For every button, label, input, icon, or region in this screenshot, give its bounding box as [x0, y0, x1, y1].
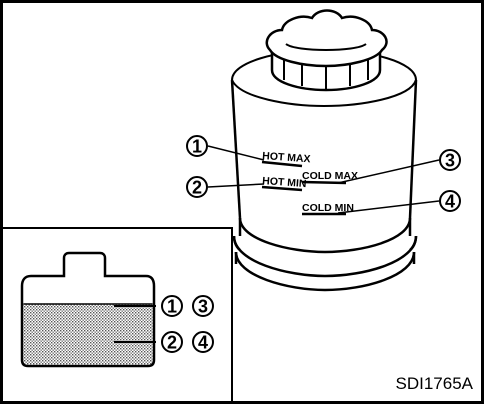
tank-left-side — [230, 79, 242, 219]
callout-circle — [186, 135, 208, 157]
tank-right-side — [408, 79, 418, 219]
tank-base-ring-1 — [238, 217, 412, 254]
inset-callout-2: 2 — [167, 333, 177, 353]
callout-circle — [186, 176, 208, 198]
hot-min-label: HOT MIN — [262, 175, 307, 190]
hot-max-line — [261, 160, 303, 168]
level-inset-panel: 1 3 2 4 — [3, 227, 233, 402]
leader-2 — [207, 183, 265, 188]
ring-edge-right-2 — [409, 235, 418, 252]
inset-border — [3, 227, 233, 402]
leader-3 — [337, 159, 440, 184]
inset-callout-1-circle — [161, 295, 183, 317]
leader-lines — [207, 145, 440, 214]
cold-max-label: COLD MAX — [302, 170, 358, 182]
inset-callout-4-circle — [192, 331, 214, 353]
callout-3: 3 — [439, 149, 461, 171]
callout-1: 1 — [186, 135, 208, 157]
tank-top-front — [231, 79, 417, 108]
callout-circle — [439, 190, 461, 212]
callout-circle — [439, 149, 461, 171]
cap-top — [265, 9, 388, 68]
callout-number: 2 — [192, 178, 202, 198]
ring-edge-left-2 — [232, 235, 241, 252]
callout-2: 2 — [186, 176, 208, 198]
reservoir-cap — [265, 9, 388, 92]
callout-number: 1 — [192, 137, 202, 157]
hot-max-label: HOT MAX — [262, 150, 311, 165]
inset-callout-3: 3 — [198, 297, 208, 317]
cap-top-detail — [285, 43, 367, 51]
callout-number: 3 — [445, 151, 455, 171]
callout-number: 4 — [445, 192, 455, 212]
tank-base-ring-3 — [234, 251, 416, 292]
level-lines — [261, 160, 347, 216]
inset-callout-4: 4 — [198, 333, 208, 353]
tank-base-ring-2 — [232, 235, 418, 278]
cold-min-label: COLD MIN — [302, 202, 354, 214]
inset-callout-2-circle — [161, 331, 183, 353]
inset-coolant-fill — [23, 304, 153, 365]
figure-id-label: SDI1765A — [396, 374, 474, 393]
coolant-reservoir-tank — [230, 48, 418, 292]
inset-callout-3-circle — [192, 295, 214, 317]
callout-4: 4 — [439, 190, 461, 212]
inset-callout-1: 1 — [167, 297, 177, 317]
leader-1 — [207, 145, 265, 161]
hot-min-line — [261, 185, 303, 192]
leader-4 — [337, 200, 440, 214]
